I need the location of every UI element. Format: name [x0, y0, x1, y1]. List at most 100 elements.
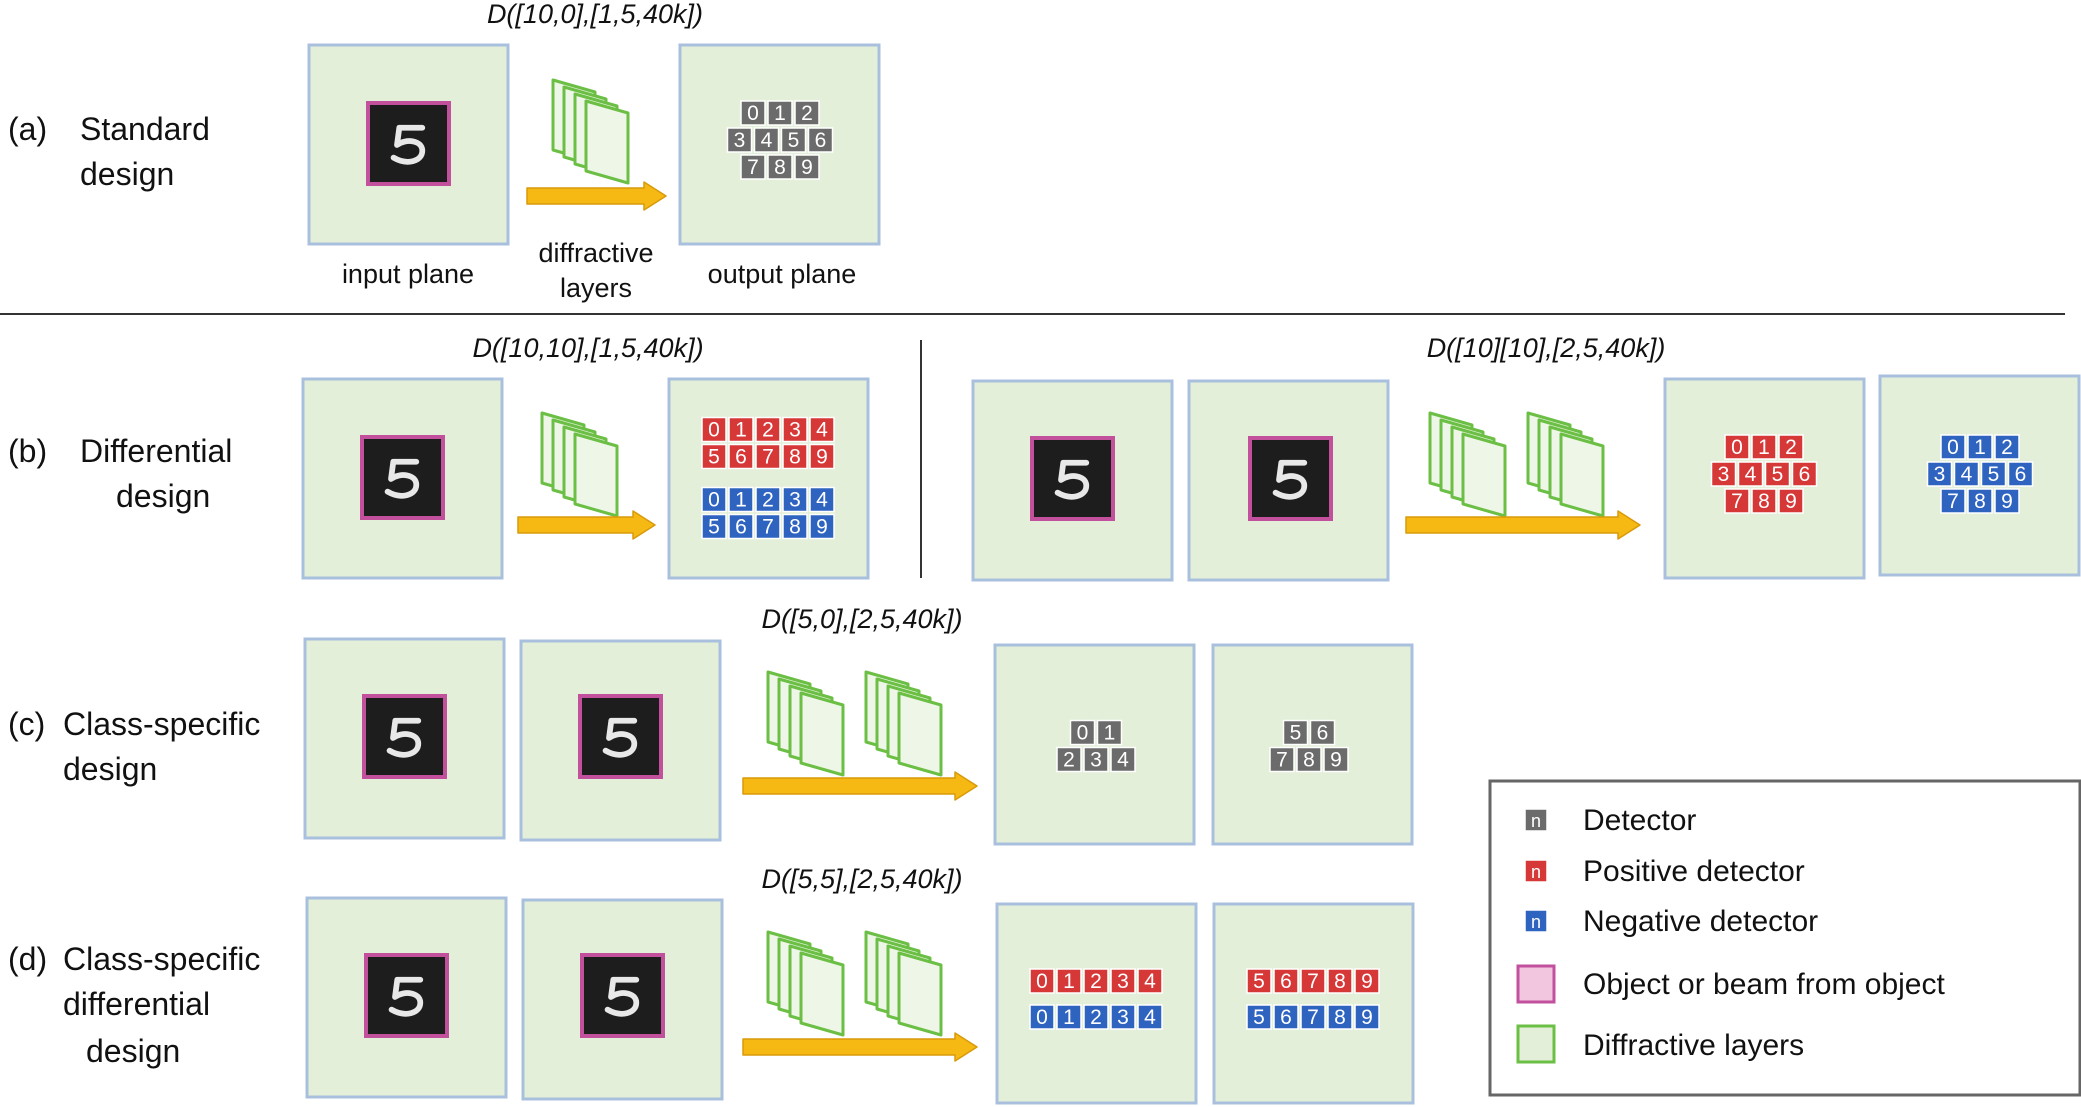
svg-text:n: n [1531, 912, 1541, 932]
negative-detector-cell: 9 [809, 513, 835, 540]
positive-detector-cell: 2 [1083, 968, 1109, 994]
positive-detector-cell: 9 [1778, 488, 1804, 514]
row-a-letter: (a) [8, 111, 47, 147]
detector-detector-cell: 0 [740, 100, 766, 126]
detector-detector-cell: 6 [1309, 719, 1336, 746]
svg-text:5: 5 [708, 516, 720, 539]
negative-detector-cell: 7 [1940, 488, 1966, 514]
detector-detector-cell: 3 [1083, 746, 1109, 773]
diffractive-layer-sheet [799, 951, 845, 1037]
positive-detector-cell: 4 [1737, 461, 1764, 487]
svg-text:4: 4 [1144, 1006, 1156, 1029]
svg-text:9: 9 [801, 156, 813, 179]
svg-text:3: 3 [789, 489, 801, 512]
diffractive-layer-sheet [799, 691, 845, 777]
positive-detector-cell: 5 [1764, 461, 1791, 487]
legend-negative-label: Negative detector [1583, 905, 1818, 938]
svg-text:8: 8 [1334, 1006, 1346, 1029]
svg-text:7: 7 [747, 156, 759, 179]
row-b-left-object [360, 435, 445, 520]
row-a-label-line1: Standard [80, 111, 210, 147]
svg-text:3: 3 [1718, 463, 1730, 486]
svg-text:6: 6 [2015, 463, 2027, 486]
legend-positive-label: Positive detector [1583, 855, 1805, 888]
row-c-formula: D([5,0],[2,5,40k]) [761, 604, 962, 634]
svg-text:9: 9 [1361, 1006, 1373, 1029]
legend-layers-swatch [1516, 1024, 1556, 1064]
svg-text:9: 9 [2001, 490, 2013, 513]
positive-detector-cell: 9 [809, 443, 835, 470]
row-a-arrow [526, 181, 667, 211]
svg-text:3: 3 [1090, 749, 1102, 772]
row-b-letter: (b) [8, 433, 47, 469]
svg-text:7: 7 [1276, 749, 1288, 772]
legend-negative-chip: n [1524, 909, 1548, 933]
diffractive-layer-sheet [1461, 432, 1507, 518]
arrow-shape [742, 771, 978, 801]
svg-text:3: 3 [1117, 970, 1129, 993]
positive-detector-cell: 0 [1029, 968, 1055, 994]
row-c-label-line2: design [63, 751, 157, 787]
legend-detector-chip: n [1524, 808, 1548, 832]
diffractive-layer-sheet [897, 691, 943, 777]
svg-text:4: 4 [1117, 749, 1129, 772]
row-b-right-diffractive-layers-2 [1526, 411, 1605, 518]
negative-detector-cell: 4 [1953, 461, 1980, 487]
row-b-right-input-plane-2 [1187, 379, 1390, 582]
svg-text:2: 2 [1090, 1006, 1102, 1029]
row-b-right-object-2 [1248, 436, 1333, 521]
positive-detector-cell: 7 [1724, 488, 1750, 514]
svg-text:0: 0 [1077, 722, 1089, 745]
row-d-formula: D([5,5],[2,5,40k]) [761, 864, 962, 894]
positive-detector-cell: 3 [1110, 968, 1136, 994]
svg-text:8: 8 [789, 446, 801, 469]
svg-text:9: 9 [1785, 490, 1797, 513]
negative-detector-cell: 0 [1029, 1004, 1055, 1030]
row-d-object-1 [364, 953, 449, 1038]
svg-text:7: 7 [1307, 970, 1319, 993]
positive-detector-cell: 6 [1273, 968, 1299, 994]
svg-text:4: 4 [1745, 463, 1757, 486]
row-c-input-plane-2 [519, 639, 722, 842]
svg-text:7: 7 [1947, 490, 1959, 513]
svg-text:6: 6 [815, 129, 827, 152]
row-c: (c) Class-specific design D([5,0],[2,5,4… [8, 604, 1414, 846]
detector-detector-cell: 9 [794, 154, 820, 180]
row-b-right-object-1 [1030, 436, 1115, 521]
svg-text:8: 8 [789, 516, 801, 539]
row-a-object [366, 101, 451, 186]
svg-text:4: 4 [816, 489, 828, 512]
negative-detector-cell: 5 [701, 513, 727, 540]
row-d-object-2 [580, 953, 665, 1038]
detector-detector-cell: 6 [807, 127, 834, 153]
svg-text:1: 1 [1063, 1006, 1075, 1029]
svg-text:n: n [1531, 811, 1541, 831]
positive-detector-cell: 0 [701, 416, 727, 443]
detector-detector-cell: 4 [753, 127, 780, 153]
row-d-label-line3: design [86, 1033, 180, 1069]
detector-detector-cell: 5 [1282, 719, 1309, 746]
svg-text:0: 0 [1947, 436, 1959, 459]
negative-detector-cell: 9 [1994, 488, 2020, 514]
svg-text:2: 2 [762, 419, 774, 442]
row-b-left-formula: D([10,10],[1,5,40k]) [472, 333, 703, 363]
negative-detector-cell: 6 [2007, 461, 2034, 487]
row-d-label-line2: differential [63, 986, 210, 1022]
detector-detector-cell: 9 [1323, 746, 1349, 773]
svg-text:6: 6 [1280, 970, 1292, 993]
caption-output-plane: output plane [708, 259, 857, 289]
negative-detector-cell: 6 [728, 513, 754, 540]
negative-detector-cell: 4 [809, 486, 835, 513]
negative-detector-cell: 4 [1137, 1004, 1163, 1030]
